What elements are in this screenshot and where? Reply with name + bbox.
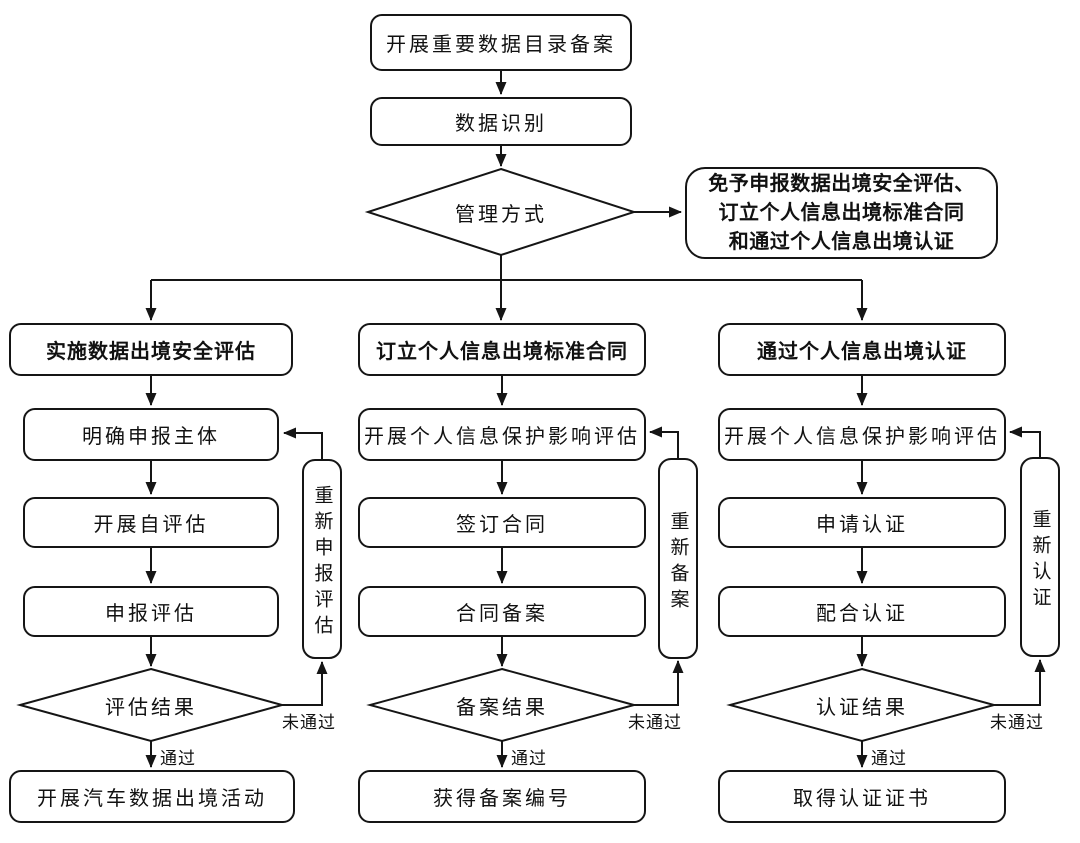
b1-fail-to-retry [634, 660, 684, 706]
branch-1-step-2: 签订合同 [358, 497, 646, 548]
branch-0-retry: 重新申报评估 [302, 459, 342, 659]
branch-2-step-3: 配合认证 [718, 586, 1006, 637]
note-exemption-line-2: 订立个人信息出境标准合同 [718, 201, 965, 224]
b0-fail-to-retry [282, 661, 328, 706]
branch-2-step-1: 开展个人信息保护影响评估 [718, 408, 1006, 461]
branch-2-retry: 重新认证 [1020, 457, 1060, 657]
branch-0-step-3: 申报评估 [23, 586, 279, 637]
branch-1-header: 订立个人信息出境标准合同 [358, 323, 646, 376]
note-exemption-line-3: 和通过个人信息出境认证 [728, 230, 955, 253]
b0-decision-shape [16, 667, 286, 743]
b1-decision-shape [366, 667, 638, 743]
branch-0-fail-label: 未通过 [282, 713, 336, 732]
b2-decision-shape [726, 667, 998, 743]
branch-0-pass-label: 通过 [160, 749, 196, 768]
branch-1-retry: 重新备案 [658, 458, 698, 659]
note-exemption: 免予申报数据出境安全评估、 订立个人信息出境标准合同 和通过个人信息出境认证 [685, 167, 998, 259]
b2-retry-return [1009, 426, 1041, 457]
branch-2-fail-label: 未通过 [990, 713, 1044, 732]
branch-0-step-2: 开展自评估 [23, 497, 279, 548]
b0-retry-return [283, 427, 323, 459]
branch-0-step-1: 明确申报主体 [23, 408, 279, 461]
branch-1-pass-label: 通过 [511, 749, 547, 768]
branch-1-fail-label: 未通过 [628, 713, 682, 732]
branch-1-step-3: 合同备案 [358, 586, 646, 637]
branch-2-step-2: 申请认证 [718, 497, 1006, 548]
decision-management-shape [364, 167, 638, 257]
branch-2-header: 通过个人信息出境认证 [718, 323, 1006, 376]
node-data-identify: 数据识别 [370, 97, 632, 146]
branch-2-success: 取得认证证书 [718, 770, 1006, 823]
note-exemption-line-1: 免予申报数据出境安全评估、 [708, 172, 975, 195]
node-start: 开展重要数据目录备案 [370, 14, 632, 71]
branch-0-header: 实施数据出境安全评估 [9, 323, 293, 376]
branch-1-success: 获得备案编号 [358, 770, 646, 823]
branch-0-success: 开展汽车数据出境活动 [9, 770, 295, 823]
b2-fail-to-retry [994, 659, 1046, 706]
b1-retry-return [649, 426, 679, 458]
branch-2-pass-label: 通过 [871, 749, 907, 768]
branch-1-step-1: 开展个人信息保护影响评估 [358, 408, 646, 461]
